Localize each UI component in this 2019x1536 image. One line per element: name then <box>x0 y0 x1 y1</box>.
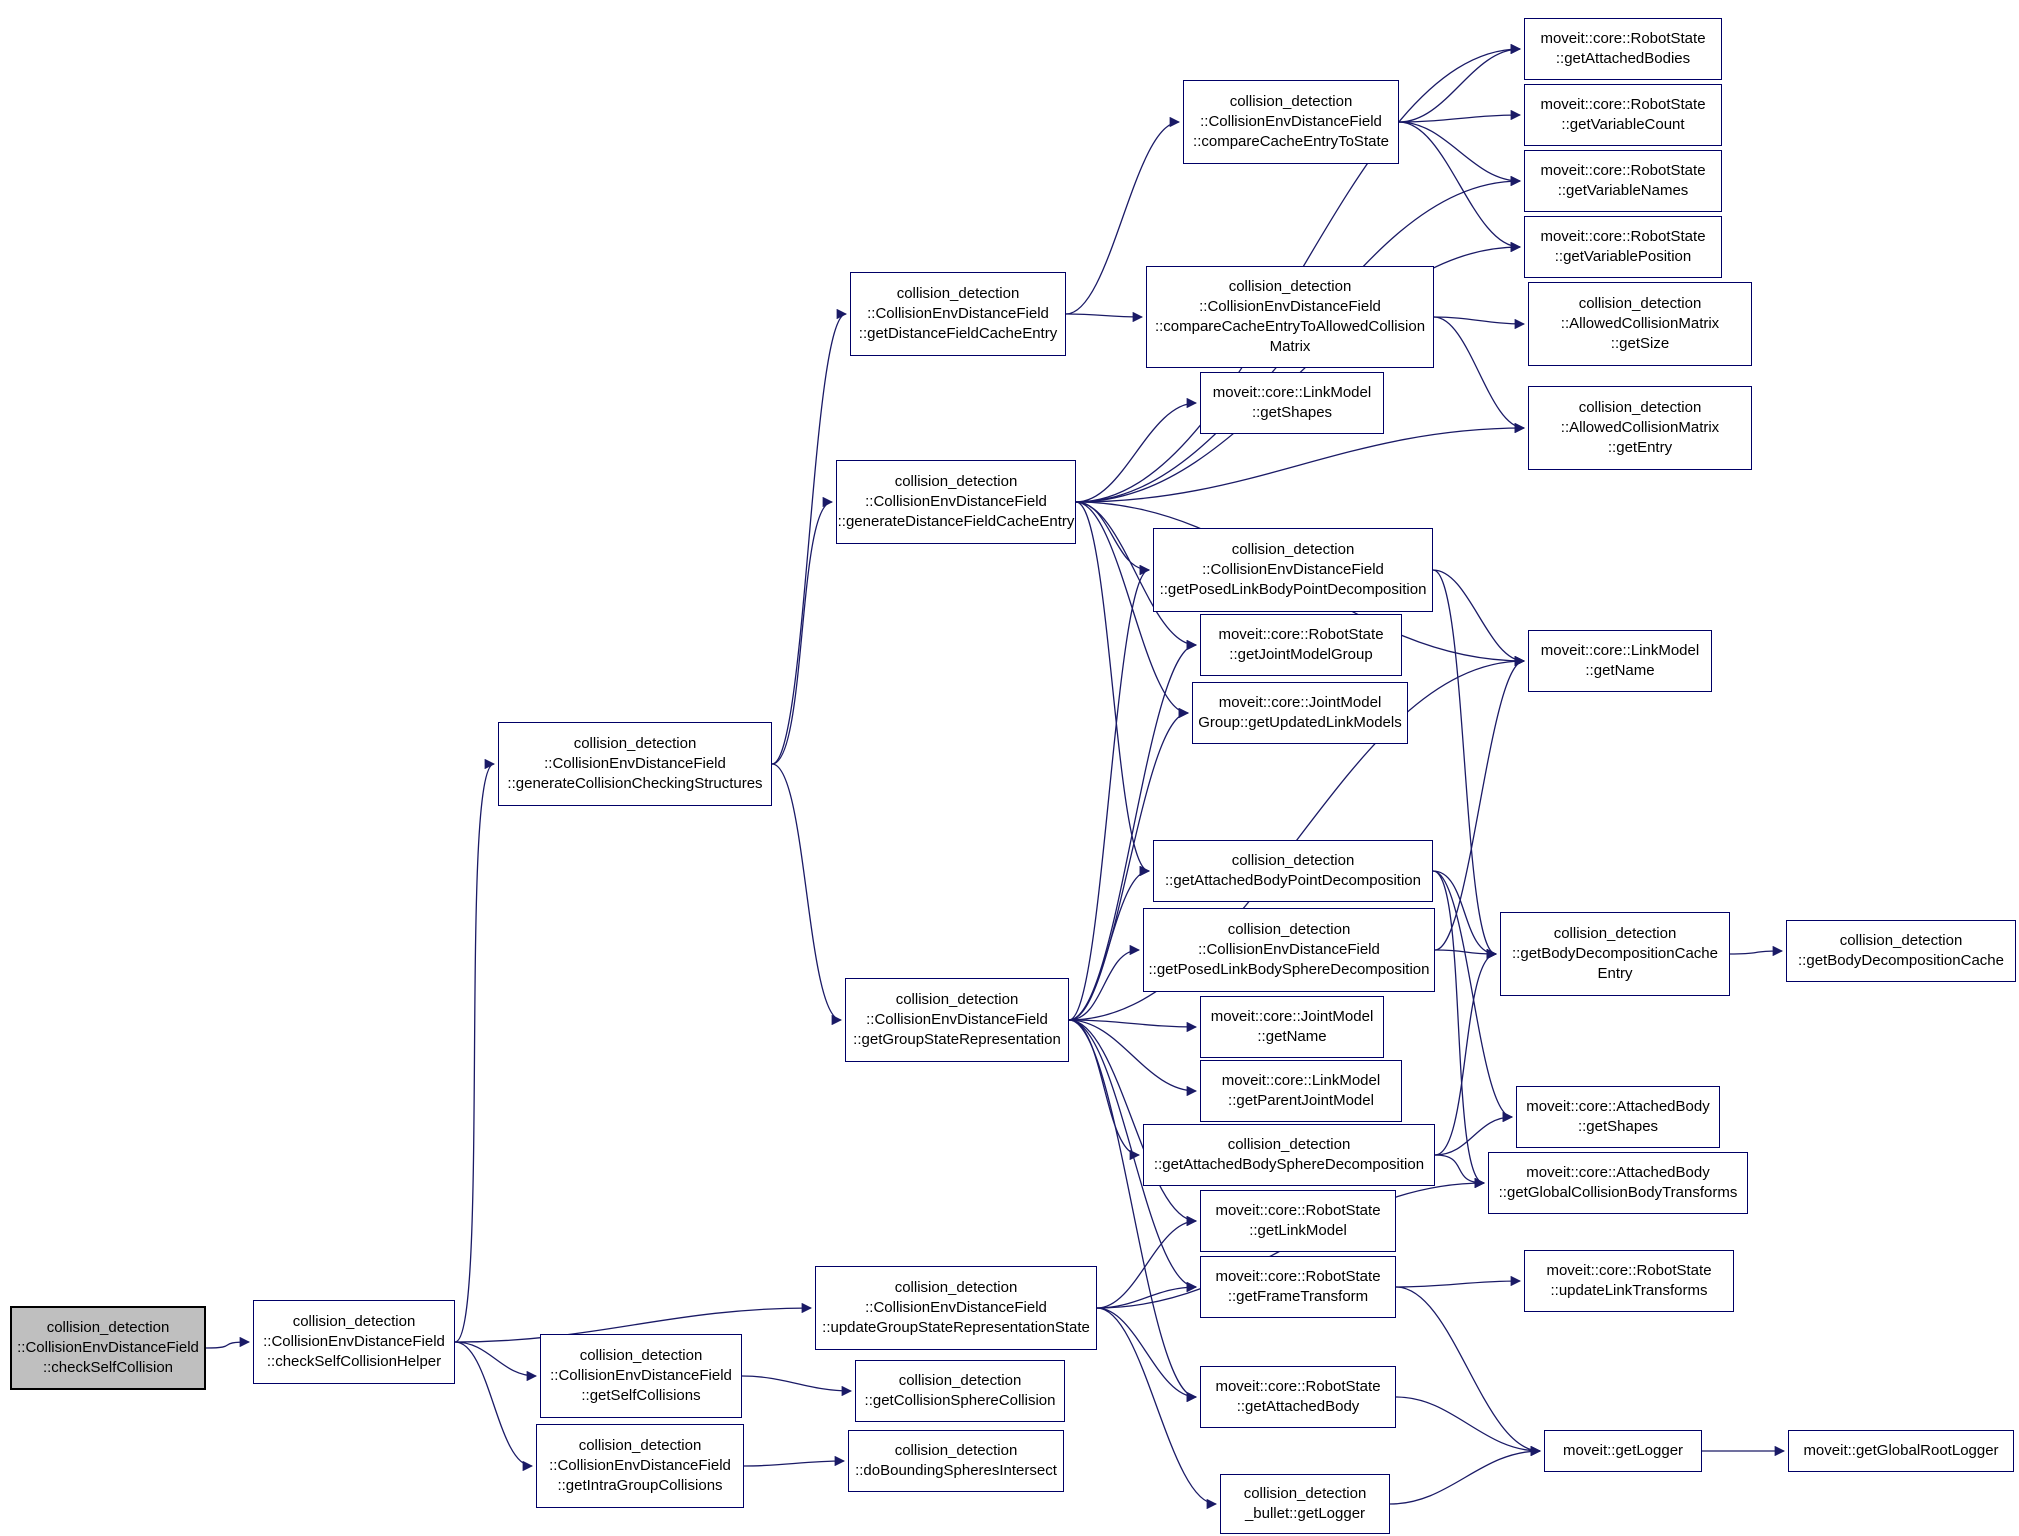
node-link-model-get-parent-joint-model[interactable]: moveit::core::LinkModel ::getParentJoint… <box>1200 1060 1402 1122</box>
node-get-intra-group-collisions[interactable]: collision_detection ::CollisionEnvDistan… <box>536 1424 744 1508</box>
edge-generate-collision-checking-structures--get-distance-field-cache-entry <box>771 308 848 765</box>
edge-compare-cache-entry-to-state--robot-state-get-attached-bodies <box>1398 43 1522 123</box>
node-get-self-collisions[interactable]: collision_detection ::CollisionEnvDistan… <box>540 1334 742 1418</box>
node-robot-state-get-variable-names[interactable]: moveit::core::RobotState ::getVariableNa… <box>1524 150 1722 212</box>
node-moveit-get-global-root-logger[interactable]: moveit::getGlobalRootLogger <box>1788 1430 2014 1472</box>
node-do-bounding-spheres-intersect[interactable]: collision_detection ::doBoundingSpheresI… <box>848 1430 1064 1492</box>
node-attached-body-get-global-collision-body-transforms[interactable]: moveit::core::AttachedBody ::getGlobalCo… <box>1488 1152 1748 1214</box>
edge-check-self-collision-helper--update-group-state-representation-state <box>454 1302 813 1343</box>
node-joint-model-get-name[interactable]: moveit::core::JointModel ::getName <box>1200 996 1384 1058</box>
edge-get-distance-field-cache-entry--compare-cache-entry-to-acm <box>1065 311 1144 323</box>
edge-get-intra-group-collisions--do-bounding-spheres-intersect <box>743 1455 846 1467</box>
node-robot-state-get-attached-bodies[interactable]: moveit::core::RobotState ::getAttachedBo… <box>1524 18 1722 80</box>
edge-check-self-collision-helper--generate-collision-checking-structures <box>454 758 496 1343</box>
edge-get-group-state-representation--get-posed-link-body-point-decomposition <box>1068 564 1151 1021</box>
edge-get-group-state-representation--link-model-get-parent-joint-model <box>1068 1019 1198 1097</box>
edge-get-attached-body-sphere-decomposition--get-body-decomposition-cache-entry <box>1434 948 1498 1156</box>
node-robot-state-update-link-transforms[interactable]: moveit::core::RobotState ::updateLinkTra… <box>1524 1250 1734 1312</box>
edge-generate-collision-checking-structures--get-group-state-representation <box>771 763 843 1026</box>
edge-get-body-decomposition-cache-entry--get-body-decomposition-cache <box>1729 945 1784 957</box>
node-get-posed-link-body-point-decomposition[interactable]: collision_detection ::CollisionEnvDistan… <box>1153 528 1433 612</box>
edge-get-group-state-representation--joint-model-get-name <box>1068 1019 1198 1033</box>
edge-get-attached-body-sphere-decomposition--attached-body-get-global-collision-body-transforms <box>1434 1154 1486 1189</box>
node-compare-cache-entry-to-state[interactable]: collision_detection ::CollisionEnvDistan… <box>1183 80 1399 164</box>
edge-generate-distance-field-cache-entry--get-attached-body-point-decomposition <box>1075 501 1151 877</box>
node-bullet-get-logger[interactable]: collision_detection _bullet::getLogger <box>1220 1474 1390 1534</box>
node-link-model-get-name[interactable]: moveit::core::LinkModel ::getName <box>1528 630 1712 692</box>
edge-get-group-state-representation--robot-state-get-frame-transform <box>1068 1019 1198 1293</box>
edge-robot-state-get-attached-body--moveit-get-logger <box>1395 1396 1542 1457</box>
edge-bullet-get-logger--moveit-get-logger <box>1389 1445 1542 1505</box>
edge-check-self-collision-helper--get-self-collisions <box>454 1341 538 1382</box>
edge-generate-distance-field-cache-entry--get-posed-link-body-point-decomposition <box>1075 501 1151 576</box>
edge-robot-state-get-frame-transform--robot-state-update-link-transforms <box>1395 1275 1522 1288</box>
node-acm-get-size[interactable]: collision_detection ::AllowedCollisionMa… <box>1528 282 1752 366</box>
edge-get-attached-body-point-decomposition--get-body-decomposition-cache-entry <box>1432 870 1498 960</box>
node-joint-model-group-get-updated-link-models[interactable]: moveit::core::JointModel Group::getUpdat… <box>1192 682 1408 744</box>
node-attached-body-get-shapes[interactable]: moveit::core::AttachedBody ::getShapes <box>1516 1086 1720 1148</box>
node-get-body-decomposition-cache-entry[interactable]: collision_detection ::getBodyDecompositi… <box>1500 912 1730 996</box>
node-check-self-collision-helper[interactable]: collision_detection ::CollisionEnvDistan… <box>253 1300 455 1384</box>
edge-get-attached-body-point-decomposition--attached-body-get-global-collision-body-transforms <box>1432 870 1486 1189</box>
edge-compare-cache-entry-to-state--robot-state-get-variable-names <box>1398 121 1522 187</box>
edge-generate-distance-field-cache-entry--robot-state-get-joint-model-group <box>1075 501 1198 651</box>
node-robot-state-get-attached-body[interactable]: moveit::core::RobotState ::getAttachedBo… <box>1200 1366 1396 1428</box>
edge-get-posed-link-body-point-decomposition--get-body-decomposition-cache-entry <box>1432 569 1498 960</box>
edge-generate-collision-checking-structures--generate-distance-field-cache-entry <box>771 496 834 765</box>
node-robot-state-get-variable-position[interactable]: moveit::core::RobotState ::getVariablePo… <box>1524 216 1722 278</box>
node-update-group-state-representation-state[interactable]: collision_detection ::CollisionEnvDistan… <box>815 1266 1097 1350</box>
node-link-model-get-shapes[interactable]: moveit::core::LinkModel ::getShapes <box>1200 372 1384 434</box>
edge-update-group-state-representation-state--robot-state-get-attached-body <box>1096 1307 1198 1403</box>
edge-get-group-state-representation--robot-state-get-attached-body <box>1068 1019 1198 1403</box>
edge-robot-state-get-frame-transform--moveit-get-logger <box>1395 1286 1542 1457</box>
edge-get-attached-body-point-decomposition--attached-body-get-shapes <box>1432 870 1514 1123</box>
edge-get-attached-body-sphere-decomposition--attached-body-get-shapes <box>1434 1111 1514 1156</box>
node-get-collision-sphere-collision[interactable]: collision_detection ::getCollisionSphere… <box>855 1360 1065 1422</box>
edge-get-group-state-representation--get-attached-body-sphere-decomposition <box>1068 1019 1141 1161</box>
edge-get-group-state-representation--get-posed-link-body-sphere-decomposition <box>1068 944 1141 1021</box>
edge-compare-cache-entry-to-state--robot-state-get-variable-count <box>1398 109 1522 123</box>
node-moveit-get-logger[interactable]: moveit::getLogger <box>1544 1430 1702 1472</box>
edge-get-group-state-representation--robot-state-get-link-model <box>1068 1019 1198 1227</box>
edge-check-self-collision--check-self-collision-helper <box>205 1336 251 1349</box>
node-robot-state-get-frame-transform[interactable]: moveit::core::RobotState ::getFrameTrans… <box>1200 1256 1396 1318</box>
node-get-body-decomposition-cache[interactable]: collision_detection ::getBodyDecompositi… <box>1786 920 2016 982</box>
edge-update-group-state-representation-state--bullet-get-logger <box>1096 1307 1218 1510</box>
node-robot-state-get-link-model[interactable]: moveit::core::RobotState ::getLinkModel <box>1200 1190 1396 1252</box>
node-get-posed-link-body-sphere-decomposition[interactable]: collision_detection ::CollisionEnvDistan… <box>1143 908 1435 992</box>
edge-compare-cache-entry-to-acm--acm-get-entry <box>1433 316 1526 434</box>
edge-update-group-state-representation-state--robot-state-get-link-model <box>1096 1215 1198 1309</box>
node-robot-state-get-variable-count[interactable]: moveit::core::RobotState ::getVariableCo… <box>1524 84 1722 146</box>
edge-update-group-state-representation-state--robot-state-get-frame-transform <box>1096 1281 1198 1309</box>
edge-get-distance-field-cache-entry--compare-cache-entry-to-state <box>1065 116 1181 315</box>
edge-generate-distance-field-cache-entry--link-model-get-shapes <box>1075 397 1198 503</box>
edge-get-posed-link-body-sphere-decomposition--link-model-get-name <box>1434 655 1526 951</box>
node-get-attached-body-sphere-decomposition[interactable]: collision_detection ::getAttachedBodySph… <box>1143 1124 1435 1186</box>
edge-get-self-collisions--get-collision-sphere-collision <box>741 1375 853 1397</box>
edge-compare-cache-entry-to-state--robot-state-get-variable-position <box>1398 121 1522 253</box>
node-acm-get-entry[interactable]: collision_detection ::AllowedCollisionMa… <box>1528 386 1752 470</box>
node-robot-state-get-joint-model-group[interactable]: moveit::core::RobotState ::getJointModel… <box>1200 614 1402 676</box>
edge-check-self-collision-helper--get-intra-group-collisions <box>454 1341 534 1472</box>
node-get-attached-body-point-decomposition[interactable]: collision_detection ::getAttachedBodyPoi… <box>1153 840 1433 902</box>
edge-get-posed-link-body-point-decomposition--link-model-get-name <box>1432 569 1526 667</box>
node-generate-distance-field-cache-entry[interactable]: collision_detection ::CollisionEnvDistan… <box>836 460 1076 544</box>
edge-generate-distance-field-cache-entry--acm-get-entry <box>1075 422 1526 503</box>
edge-get-group-state-representation--get-attached-body-point-decomposition <box>1068 865 1151 1021</box>
node-get-group-state-representation[interactable]: collision_detection ::CollisionEnvDistan… <box>845 978 1069 1062</box>
edge-compare-cache-entry-to-acm--acm-get-size <box>1433 316 1526 330</box>
node-check-self-collision[interactable]: collision_detection ::CollisionEnvDistan… <box>10 1306 206 1390</box>
node-generate-collision-checking-structures[interactable]: collision_detection ::CollisionEnvDistan… <box>498 722 772 806</box>
node-compare-cache-entry-to-acm[interactable]: collision_detection ::CollisionEnvDistan… <box>1146 266 1434 368</box>
node-get-distance-field-cache-entry[interactable]: collision_detection ::CollisionEnvDistan… <box>850 272 1066 356</box>
